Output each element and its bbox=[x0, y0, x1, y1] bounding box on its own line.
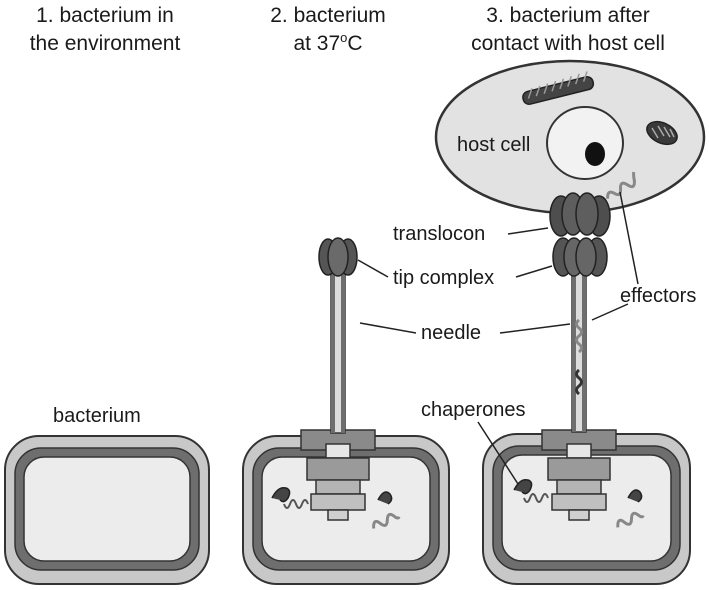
translocon-leader bbox=[507, 227, 549, 235]
chaperones-leader bbox=[477, 421, 519, 485]
host-nucleolus bbox=[585, 142, 605, 166]
needle-complex-stage3 bbox=[541, 192, 617, 521]
stage2-heading-line2: at 37oC bbox=[293, 30, 362, 55]
effectors-leader-needle bbox=[591, 303, 629, 321]
inner-ring bbox=[306, 457, 370, 481]
stage1-heading-line1: 1. bacterium in bbox=[36, 4, 174, 27]
bacterium-label: bacterium bbox=[53, 405, 141, 427]
host-cell: host cell bbox=[434, 59, 706, 215]
effector-in-needle-dark-icon bbox=[575, 368, 583, 396]
tip-complex-stage2 bbox=[318, 237, 358, 277]
stage2-heading: 2. bacterium at 37oC bbox=[270, 4, 386, 55]
tip-complex-leader-left bbox=[357, 259, 389, 278]
needle-leader-right bbox=[499, 323, 571, 334]
translocon-label: translocon bbox=[393, 223, 485, 245]
needle-complex-stage2 bbox=[300, 237, 376, 521]
host-coiled-organelle bbox=[522, 71, 595, 105]
stage3-heading-line2: contact with host cell bbox=[471, 32, 665, 55]
effector-in-needle-icon bbox=[575, 318, 583, 354]
bacterium-stage1 bbox=[4, 435, 210, 585]
needle-leader-left bbox=[359, 322, 417, 334]
stage3-heading-line1: 3. bacterium after bbox=[486, 4, 649, 27]
effectors-label: effectors bbox=[620, 285, 696, 307]
tip-complex-leader-right bbox=[515, 265, 553, 278]
host-cell-label: host cell bbox=[457, 134, 530, 156]
effectors-leader-host bbox=[619, 191, 639, 285]
stage1-heading-line2: the environment bbox=[30, 32, 181, 55]
chaperone-effector-stage2-right bbox=[372, 491, 401, 529]
tip-complex-stage3 bbox=[552, 237, 608, 277]
stage2-heading-line1: 2. bacterium bbox=[270, 4, 386, 27]
host-mitochondrion bbox=[646, 120, 678, 146]
tip-complex-label: tip complex bbox=[393, 267, 494, 289]
effector-in-host-icon bbox=[606, 171, 636, 199]
needle-label: needle bbox=[421, 322, 481, 344]
chaperone-effector-stage2-left bbox=[271, 486, 309, 509]
chaperone-effector-stage3-left bbox=[513, 478, 549, 503]
stage3-heading: 3. bacterium after contact with host cel… bbox=[471, 4, 665, 55]
host-nucleus bbox=[546, 106, 624, 180]
translocon-stage3 bbox=[549, 192, 611, 237]
chaperones-label: chaperones bbox=[421, 399, 526, 421]
stage1-heading: 1. bacterium in the environment bbox=[30, 4, 181, 55]
chaperone-effector-stage3-right bbox=[616, 489, 645, 528]
